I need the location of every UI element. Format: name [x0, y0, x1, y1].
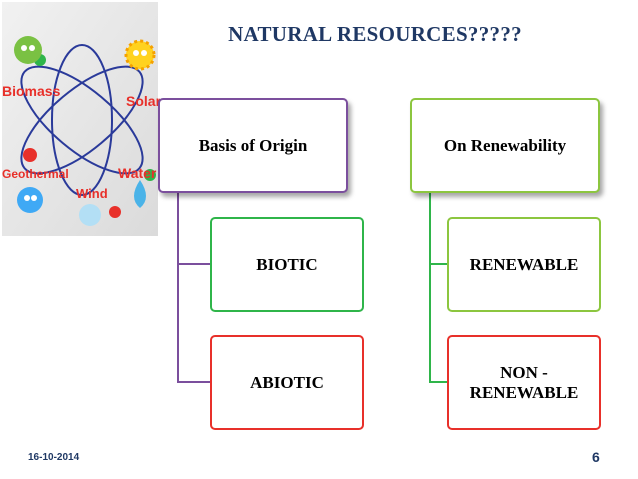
non-renewable-box: NON - RENEWABLE — [447, 335, 601, 430]
basis-of-origin-box: Basis of Origin — [158, 98, 348, 193]
abiotic-box: ABIOTIC — [210, 335, 364, 430]
basis-of-origin-label: Basis of Origin — [198, 135, 308, 155]
biotic-label: BIOTIC — [256, 254, 318, 274]
abiotic-label: ABIOTIC — [250, 372, 324, 392]
biotic-box: BIOTIC — [210, 217, 364, 312]
renewable-label: RENEWABLE — [469, 254, 579, 274]
non-renewable-label: NON - RENEWABLE — [469, 362, 579, 402]
footer-date: 16-10-2014 — [28, 452, 80, 463]
illus-label-water: Water — [118, 165, 157, 181]
on-renewability-box: On Renewability — [410, 98, 600, 193]
illus-label-solar: Solar — [126, 93, 160, 109]
page-title: NATURAL RESOURCES????? — [228, 22, 522, 46]
energy-sources-illustration: Biomass Solar Geothermal Wind Water — [0, 0, 160, 240]
renewable-box: RENEWABLE — [447, 217, 601, 312]
illus-label-geothermal: Geothermal — [2, 167, 69, 181]
on-renewability-label: On Renewability — [443, 135, 567, 155]
page-number: 6 — [592, 449, 600, 465]
illus-label-wind: Wind — [76, 186, 108, 201]
illus-label-biomass: Biomass — [2, 83, 61, 99]
